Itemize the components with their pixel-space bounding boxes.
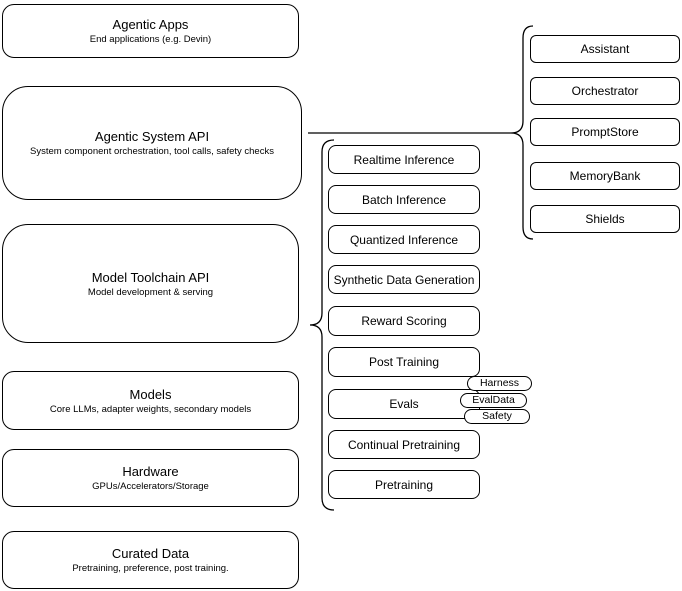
box-post-training: Post Training: [328, 347, 480, 377]
box-orchestrator: Orchestrator: [530, 77, 680, 105]
box-label: MemoryBank: [569, 169, 641, 183]
box-title: Hardware: [122, 464, 179, 479]
tag-label: Safety: [482, 410, 512, 422]
box-title: Agentic System API: [94, 129, 210, 144]
box-label: Assistant: [580, 42, 630, 56]
box-label: Realtime Inference: [353, 152, 455, 167]
box-subtitle: Model development & serving: [87, 286, 214, 298]
box-label: Shields: [585, 212, 625, 226]
box-label: Continual Pretraining: [347, 437, 461, 452]
box-title: Curated Data: [111, 546, 190, 561]
box-label: Batch Inference: [361, 192, 447, 207]
box-agentic-system-api: Agentic System API System component orch…: [2, 86, 302, 200]
tag-safety: Safety: [464, 409, 530, 424]
box-title: Models: [129, 386, 172, 402]
tag-harness: Harness: [467, 376, 532, 391]
box-realtime-inference: Realtime Inference: [328, 145, 480, 174]
box-label: Evals: [389, 397, 419, 411]
box-promptstore: PromptStore: [530, 118, 680, 146]
box-label: Pretraining: [374, 477, 434, 492]
toolchain-brace: [309, 139, 335, 511]
box-label: Post Training: [368, 355, 440, 369]
box-subtitle: Pretraining, preference, post training.: [72, 563, 229, 574]
box-model-toolchain-api: Model Toolchain API Model development & …: [2, 224, 299, 343]
box-subtitle: System component orchestration, tool cal…: [30, 146, 274, 157]
box-agentic-apps: Agentic Apps End applications (e.g. Devi…: [2, 4, 299, 58]
tag-label: Harness: [479, 377, 520, 389]
box-reward-scoring: Reward Scoring: [328, 306, 480, 336]
box-label: Orchestrator: [571, 84, 639, 98]
box-continual-pretraining: Continual Pretraining: [328, 430, 480, 459]
box-evals: Evals: [328, 389, 480, 419]
box-synthetic-data-generation: Synthetic Data Generation: [328, 265, 480, 294]
box-batch-inference: Batch Inference: [328, 185, 480, 214]
box-assistant: Assistant: [530, 35, 680, 63]
box-label: Quantized Inference: [349, 232, 459, 247]
box-memorybank: MemoryBank: [530, 162, 680, 190]
tag-evaldata: EvalData: [460, 393, 527, 408]
tag-label: EvalData: [472, 394, 515, 406]
box-label: Synthetic Data Generation: [333, 272, 475, 287]
box-title: Agentic Apps: [112, 17, 189, 32]
box-subtitle: End applications (e.g. Devin): [89, 34, 212, 45]
box-pretraining: Pretraining: [328, 470, 480, 499]
box-hardware: Hardware GPUs/Accelerators/Storage: [2, 449, 299, 507]
box-quantized-inference: Quantized Inference: [328, 225, 480, 254]
box-label: PromptStore: [571, 125, 639, 139]
box-shields: Shields: [530, 205, 680, 233]
box-models: Models Core LLMs, adapter weights, secon…: [2, 371, 299, 430]
box-subtitle: Core LLMs, adapter weights, secondary mo…: [49, 403, 252, 415]
box-label: Reward Scoring: [361, 314, 447, 328]
box-subtitle: GPUs/Accelerators/Storage: [92, 481, 209, 492]
box-curated-data: Curated Data Pretraining, preference, po…: [2, 531, 299, 589]
box-title: Model Toolchain API: [91, 269, 210, 285]
